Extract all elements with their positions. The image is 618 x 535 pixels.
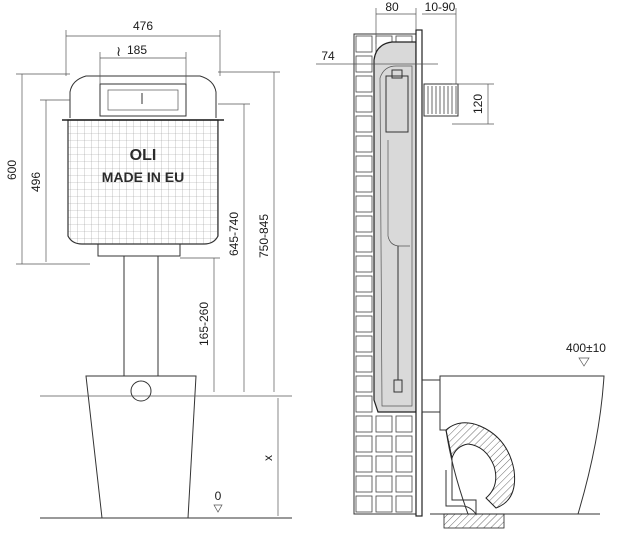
dim-depth: 80 bbox=[385, 0, 399, 14]
wall-brick bbox=[355, 95, 373, 113]
cistern-top bbox=[69, 75, 217, 118]
dim-bowl-height: 400±10 bbox=[566, 341, 606, 355]
wall-brick bbox=[355, 215, 373, 233]
wall-brick bbox=[375, 435, 393, 453]
wall-brick bbox=[355, 495, 373, 513]
dim-frame-depth: 74 bbox=[321, 49, 335, 63]
wall-brick bbox=[355, 195, 373, 213]
wall-brick bbox=[355, 255, 373, 273]
dim-frame-range: 645-740 bbox=[227, 212, 241, 256]
wall-brick bbox=[355, 355, 373, 373]
flush-panel-slot bbox=[99, 83, 187, 117]
front-view: OLI MADE IN EU 476 185 ≀ 600 496 bbox=[5, 19, 292, 519]
wall-brick bbox=[355, 395, 373, 413]
wall-brick bbox=[355, 75, 373, 93]
wall-brick bbox=[355, 315, 373, 333]
wall-plate bbox=[415, 29, 423, 517]
inlet-pipe bbox=[423, 83, 459, 117]
drain-pipe bbox=[123, 255, 159, 377]
wc-bowl-front bbox=[85, 375, 197, 519]
dim-flush-spacing: 185 bbox=[127, 43, 147, 57]
dim-pipe-height: 120 bbox=[471, 94, 485, 114]
wall-brick bbox=[355, 475, 373, 493]
cistern-body bbox=[67, 119, 219, 245]
cistern-side bbox=[373, 41, 417, 413]
dim-wall-gap: 10-90 bbox=[425, 0, 456, 14]
wall-brick bbox=[355, 35, 373, 53]
dim-pipe-range: 165-260 bbox=[197, 302, 211, 346]
flush-mechanism bbox=[385, 75, 409, 133]
wall-brick bbox=[355, 455, 373, 473]
wall-brick bbox=[355, 375, 373, 393]
wall-brick bbox=[355, 155, 373, 173]
wall-brick bbox=[395, 415, 413, 433]
dim-width: 476 bbox=[133, 19, 153, 33]
bowl-inlet bbox=[130, 380, 152, 402]
wall-brick bbox=[375, 495, 393, 513]
wall-brick bbox=[375, 475, 393, 493]
brand-text: MADE IN EU bbox=[102, 169, 184, 185]
wall-brick bbox=[355, 275, 373, 293]
wall-brick bbox=[355, 235, 373, 253]
wall-brick bbox=[375, 455, 393, 473]
wall-brick bbox=[355, 295, 373, 313]
side-view: 80 10-90 74 120 400±10 bbox=[316, 0, 606, 529]
bowl-trap bbox=[445, 422, 516, 509]
dim-floor-offset: x bbox=[261, 455, 275, 461]
wall-brick bbox=[355, 335, 373, 353]
wall-brick bbox=[355, 115, 373, 133]
dim-total-range: 750-845 bbox=[257, 214, 271, 258]
dim-tank-height: 496 bbox=[29, 172, 43, 192]
water-inlet-icon: ≀ bbox=[116, 44, 121, 60]
wall-brick bbox=[375, 415, 393, 433]
floor-marker-icon bbox=[213, 504, 223, 513]
dim-height: 600 bbox=[5, 160, 19, 180]
wall-brick bbox=[355, 435, 373, 453]
wall-brick bbox=[395, 475, 413, 493]
bowl-height-marker-icon bbox=[578, 357, 590, 367]
wall-brick bbox=[395, 455, 413, 473]
wall-brick bbox=[395, 435, 413, 453]
floor-zero-label: 0 bbox=[215, 489, 222, 503]
wall-brick bbox=[355, 175, 373, 193]
wall-brick bbox=[355, 135, 373, 153]
wall-brick bbox=[355, 415, 373, 433]
brand-logo: OLI bbox=[130, 147, 157, 164]
wall-brick bbox=[395, 495, 413, 513]
